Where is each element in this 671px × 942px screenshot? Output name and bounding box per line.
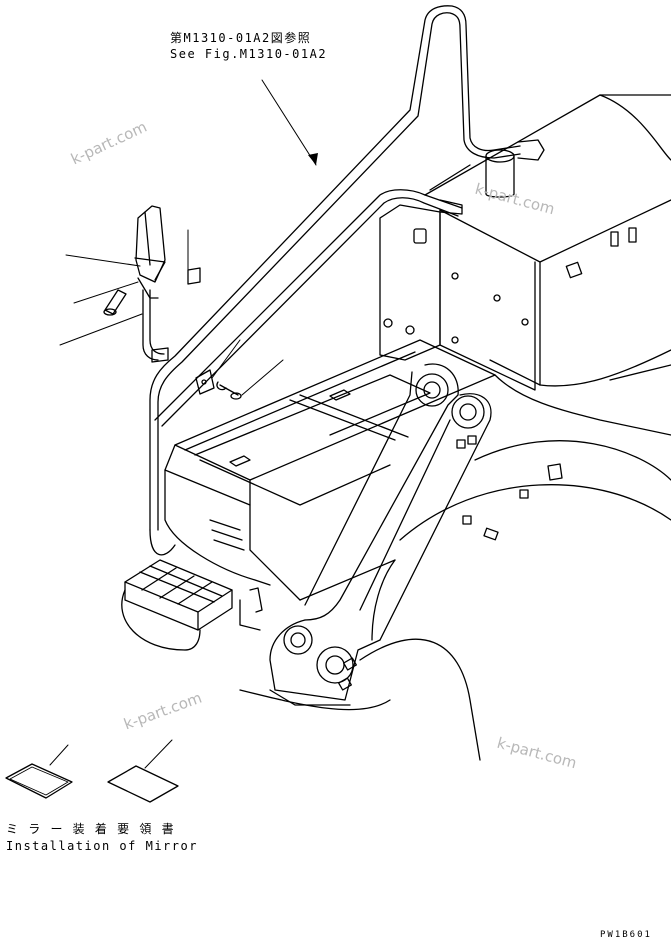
mirror-assembly [103, 205, 242, 400]
installation-sheet-1 [5, 763, 73, 799]
housing-latch [565, 261, 583, 279]
upper-handrail [149, 5, 545, 531]
arm-pin-lower [316, 646, 354, 684]
manual-note-en: Installation of Mirror [6, 839, 198, 853]
installation-sheet-2 [107, 765, 179, 803]
reference-label-en: See Fig.M1310-01A2 [170, 47, 328, 61]
mirror-clamp [195, 369, 215, 395]
leader-lines [49, 79, 317, 769]
hood-box [164, 339, 496, 601]
arm-pin-upper [415, 373, 449, 407]
hood-handrail [154, 189, 463, 427]
mirror-stay [142, 289, 159, 361]
housing-slot-1 [610, 231, 619, 247]
mirror-bolt [104, 289, 127, 315]
arm-pin-front [283, 625, 313, 655]
lift-arm [269, 363, 492, 706]
rear-pillar-plate [379, 204, 441, 361]
mirror-pin [187, 267, 201, 285]
step-basket [121, 529, 233, 651]
drawing-code: PW1B601 [600, 930, 652, 940]
cab-housing [424, 94, 671, 387]
manual-note-jp: ミ ラ ー 装 着 要 領 書 [6, 822, 176, 836]
reference-label-jp: 第M1310-01A2図参照 [170, 31, 312, 45]
lid-handle-2 [329, 389, 351, 401]
frame-body [239, 364, 671, 761]
arrow-head [308, 153, 318, 165]
bracket-panel [439, 209, 536, 391]
lid-handle-1 [229, 455, 251, 467]
housing-slot-2 [628, 227, 637, 243]
arm-pin-middle [451, 395, 485, 429]
